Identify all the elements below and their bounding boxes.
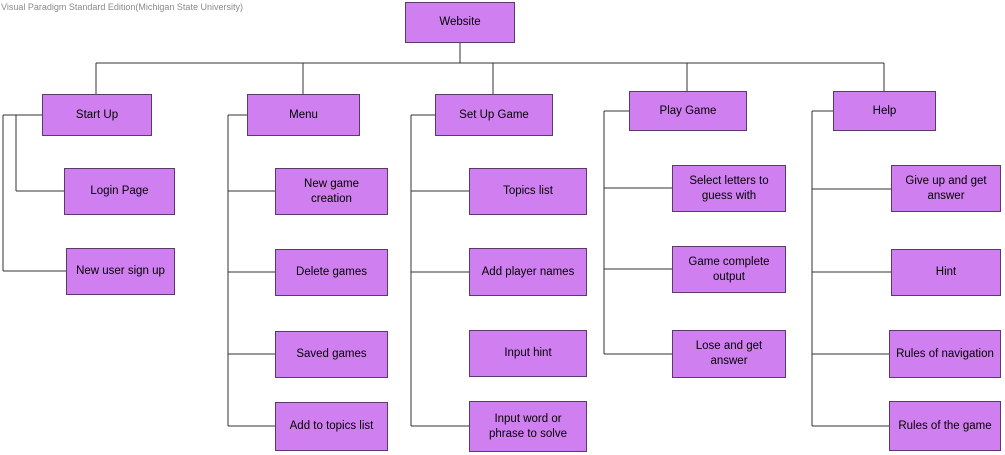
node-lose-and-get-answer[interactable]: Lose and get answer — [672, 330, 786, 378]
node-delete-games[interactable]: Delete games — [275, 249, 388, 296]
node-rules-of-navigation[interactable]: Rules of navigation — [889, 330, 1001, 378]
node-new-game-creation[interactable]: New game creation — [275, 168, 388, 215]
node-menu[interactable]: Menu — [247, 94, 360, 136]
node-set-up-game[interactable]: Set Up Game — [435, 94, 553, 136]
node-login-page[interactable]: Login Page — [64, 168, 175, 215]
node-topics-list[interactable]: Topics list — [469, 168, 587, 215]
node-rules-of-the-game[interactable]: Rules of the game — [889, 401, 1001, 451]
node-website[interactable]: Website — [405, 2, 515, 43]
node-add-player-names[interactable]: Add player names — [469, 248, 587, 296]
watermark-text: Visual Paradigm Standard Edition(Michiga… — [1, 2, 243, 12]
node-start-up[interactable]: Start Up — [42, 94, 152, 136]
node-give-up-and-get-answer[interactable]: Give up and get answer — [891, 165, 1001, 212]
node-new-user-sign-up[interactable]: New user sign up — [66, 248, 175, 295]
node-saved-games[interactable]: Saved games — [275, 331, 388, 378]
node-game-complete-output[interactable]: Game complete output — [672, 246, 786, 293]
node-input-word-or-phrase[interactable]: Input word or phrase to solve — [469, 401, 587, 452]
node-add-to-topics-list[interactable]: Add to topics list — [275, 402, 388, 451]
node-help[interactable]: Help — [833, 91, 936, 131]
node-input-hint[interactable]: Input hint — [469, 330, 587, 377]
node-select-letters[interactable]: Select letters to guess with — [672, 165, 786, 212]
node-play-game[interactable]: Play Game — [629, 91, 747, 131]
node-hint[interactable]: Hint — [891, 249, 1001, 296]
